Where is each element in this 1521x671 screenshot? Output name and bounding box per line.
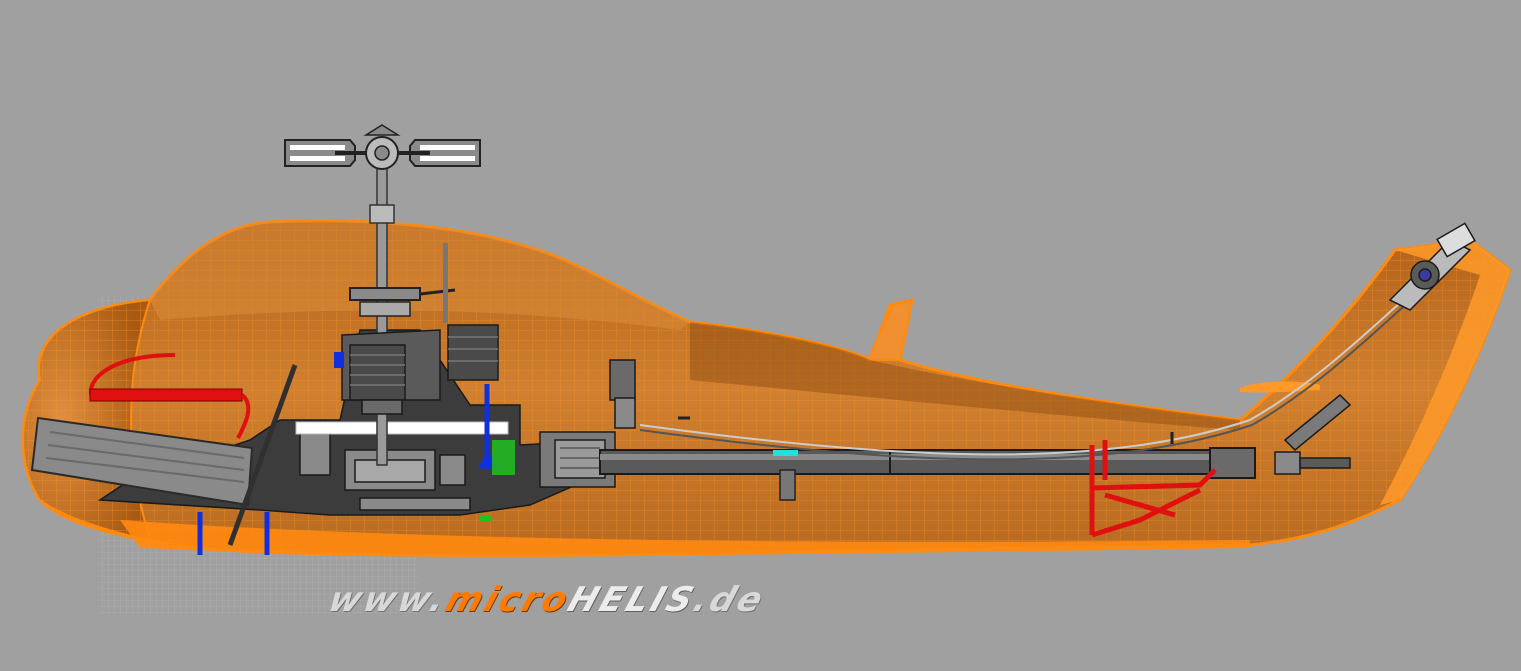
watermark-part-2: micro: [440, 580, 576, 620]
green-part: [492, 440, 515, 475]
green-screw: [480, 515, 492, 521]
canopy-strut: [227, 364, 298, 546]
watermark-part-4: .de: [688, 580, 771, 620]
boom-mount: [773, 450, 798, 501]
white-rod: [295, 421, 509, 435]
watermark-logo: www.microHELIS.de: [324, 580, 771, 620]
red-boom-support: [1089, 440, 1217, 538]
rotor-head-icon: [284, 124, 481, 466]
red-tube: [88, 353, 251, 439]
tail-rotor-icon: [1274, 222, 1476, 475]
gearbox-block: [334, 324, 499, 415]
tail-control-rod: [639, 284, 1423, 461]
motor-block: [539, 359, 636, 488]
watermark-part-1: www.: [323, 580, 454, 620]
watermark-part-3: HELIS: [562, 580, 702, 620]
boom-marks: [678, 416, 1174, 444]
battery-icon: [30, 416, 254, 507]
